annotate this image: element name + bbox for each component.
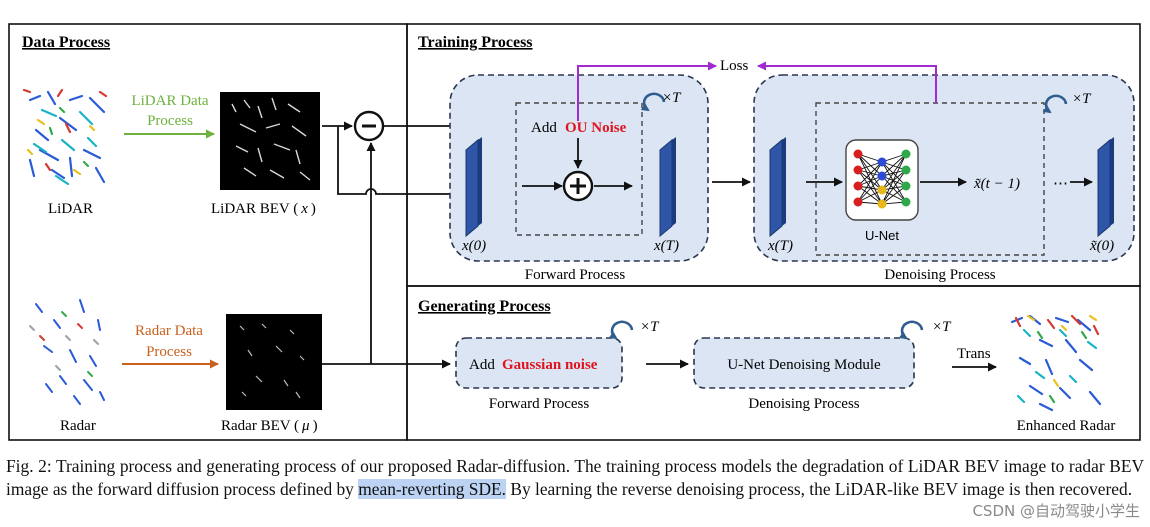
unet-denoising-module-box: [693, 337, 915, 389]
caption-highlight[interactable]: mean-reverting SDE.: [358, 479, 507, 499]
plus-sign: [570, 178, 586, 194]
lidar-bev-label: LiDAR BEV (x): [211, 201, 316, 217]
gaussian-noise-label: Gaussian noise: [502, 357, 598, 373]
data-process-frame: [8, 23, 408, 441]
enhanced-radar-label: Enhanced Radar: [1017, 418, 1116, 434]
lidar-to-x0-path: [337, 126, 461, 199]
trans-label: Trans: [957, 346, 991, 362]
x0-feature-block: [465, 137, 482, 238]
gaussian-noise-box: [455, 337, 623, 389]
csdn-watermark: CSDN @自动驾驶小学生: [972, 502, 1140, 520]
radar-arrow-label-line2: Process: [146, 344, 192, 360]
radar-bev-label: Radar BEV (μ): [221, 418, 318, 434]
unet-inner-box: [815, 102, 1045, 256]
lidar-arrow-label-line2: Process: [147, 113, 193, 129]
lidar-bev-points: [231, 97, 311, 181]
generating-process-frame: [406, 285, 1141, 441]
radar-bev-image: [226, 314, 322, 410]
loss-left-line: [577, 61, 717, 121]
radar-label: Radar: [60, 418, 96, 434]
x-tilde-0-label: x̃(0): [1089, 238, 1114, 254]
lidar-arrow-label-line1: LiDAR Data: [131, 93, 208, 109]
caption-part2: By learning the reverse denoising proces…: [506, 479, 1133, 499]
unet-network-icon: [845, 139, 919, 221]
repeat-times-label-denoise: ×T: [1072, 91, 1092, 107]
data-process-title: Data Process: [22, 34, 110, 51]
figure-caption: Fig. 2: Training process and generating …: [6, 455, 1144, 501]
repeat-curl-icon-denoise: [1042, 94, 1068, 114]
lidar-label: LiDAR: [48, 201, 93, 217]
gen-repeat-times-label-2: ×T: [932, 319, 952, 335]
caption-part1: Fig. 2: Training process and generating …: [6, 456, 1144, 499]
loss-label: Loss: [720, 58, 749, 74]
gen-repeat-times-label: ×T: [640, 319, 660, 335]
lidar-bev-image: [220, 92, 320, 190]
x-tilde-0-feature-block: [1097, 137, 1114, 238]
gen-repeat-curl-icon-2: [898, 320, 924, 340]
generating-process-title: Generating Process: [418, 298, 551, 315]
ellipsis-label: ⋯: [1053, 176, 1068, 192]
radar-point-cloud-image: [29, 299, 105, 405]
gen-repeat-curl-icon: [608, 320, 634, 340]
xT2-feature-block: [769, 137, 786, 238]
xT-feature-block: [659, 137, 676, 238]
unet-denoising-module-label: U-Net Denoising Module: [727, 357, 881, 373]
x0-label: x(0): [461, 238, 486, 254]
repeat-times-label: ×T: [662, 90, 682, 106]
gen-add-label: Add: [469, 357, 495, 373]
lidar-point-cloud-image: [22, 88, 108, 186]
loss-right-line: [757, 61, 937, 103]
training-process-title: Training Process: [418, 34, 533, 51]
ou-noise-label: OU Noise: [565, 120, 627, 136]
unet-label: U-Net: [865, 228, 899, 243]
x-tilde-t-minus-1-label: x̃(t − 1): [973, 176, 1020, 192]
add-label: Add: [531, 120, 557, 136]
gen-forward-process-caption: Forward Process: [489, 396, 590, 412]
denoising-process-caption: Denoising Process: [884, 267, 995, 283]
radar-bev-points: [239, 323, 305, 399]
repeat-curl-icon: [640, 92, 666, 112]
gen-denoising-process-caption: Denoising Process: [748, 396, 859, 412]
xT-label: x(T): [653, 238, 679, 254]
enhanced-radar-image: [1010, 314, 1102, 412]
xT2-label: x(T): [767, 238, 793, 254]
radar-arrow-label-line1: Radar Data: [135, 323, 203, 339]
forward-process-caption: Forward Process: [525, 267, 626, 283]
